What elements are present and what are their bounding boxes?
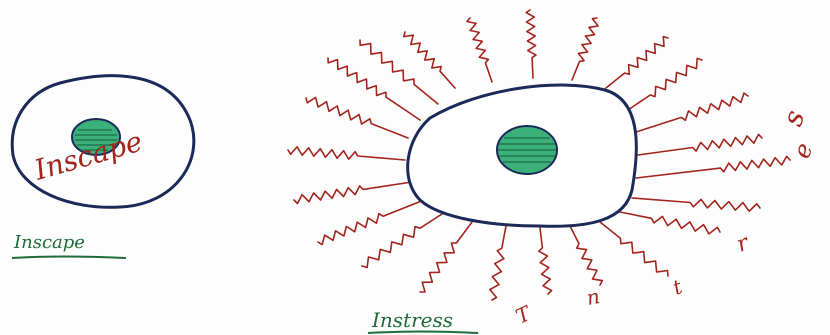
instress-ray (606, 37, 668, 88)
instress-ray (362, 212, 445, 268)
instress-ray (306, 98, 408, 139)
instress-ray (360, 40, 438, 104)
instress-ray (632, 198, 760, 211)
side-letter: s (776, 106, 812, 131)
side-letter: t (670, 274, 687, 300)
instress-ray (570, 226, 602, 285)
instress-ray (490, 226, 506, 300)
instress-ray (318, 200, 424, 245)
instress-ray (600, 222, 668, 276)
instress-ray (572, 18, 598, 80)
inscape-caption-underline (12, 257, 126, 259)
inscape-caption: Inscape (13, 232, 85, 253)
instress-ray (539, 228, 552, 294)
instress-ray (636, 156, 790, 178)
instress-ray (288, 147, 405, 160)
instress-caption-underline (368, 332, 478, 334)
instress-ray (620, 212, 720, 234)
instress-ray (638, 134, 762, 155)
instress-ray (328, 58, 420, 120)
side-letter: n (585, 284, 602, 310)
side-letter: r (734, 230, 754, 258)
inscape-figure: Inscape Inscape (12, 76, 194, 258)
instress-ray (628, 58, 702, 110)
instress-ray (526, 10, 536, 78)
side-letter: e (787, 139, 818, 162)
instress-caption: Instress (371, 308, 453, 332)
instress-ray (294, 182, 412, 204)
instress-ray (420, 222, 472, 292)
instress-figure: Instress s e r t n T (288, 10, 818, 333)
side-letter: T (512, 300, 536, 328)
instress-ray (636, 93, 748, 132)
instress-ray (467, 18, 492, 82)
